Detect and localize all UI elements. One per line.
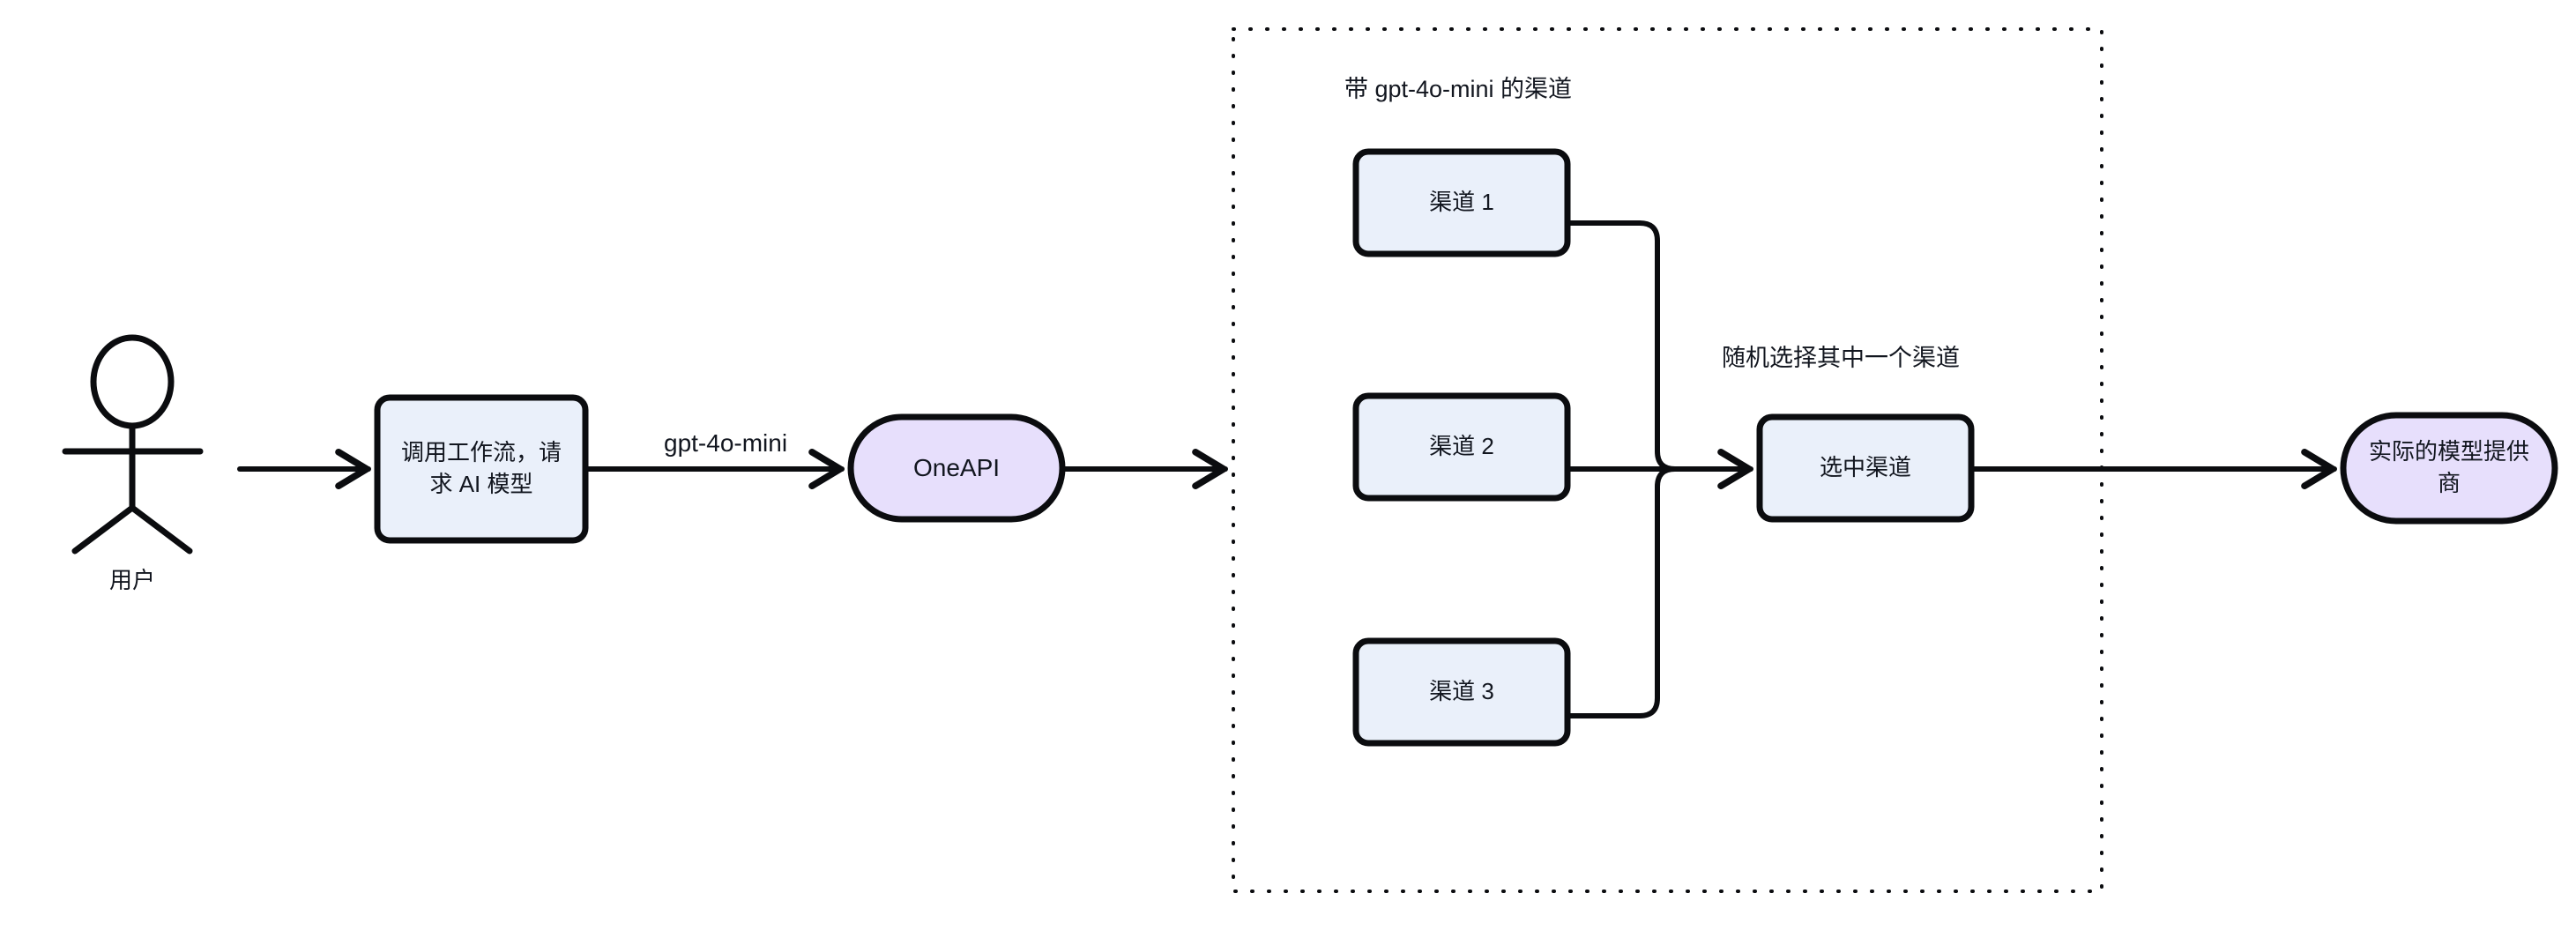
user-actor-label: 用户	[108, 567, 155, 593]
node-channel2-shape[interactable]	[1352, 392, 1571, 502]
node-provider-shape[interactable]	[2340, 412, 2558, 525]
channel-group-container	[1232, 27, 2103, 893]
node-channel3-shape[interactable]	[1352, 637, 1571, 747]
actor-right-leg-line	[129, 504, 193, 555]
edge-label-model-name: gpt-4o-mini	[664, 429, 788, 457]
actor-head-icon	[90, 334, 175, 429]
user-actor-figure	[62, 334, 204, 555]
node-selected-shape[interactable]	[1756, 413, 1975, 523]
channel-group-title: 带 gpt-4o-mini 的渠道	[1344, 76, 1573, 102]
node-oneapi-shape[interactable]	[847, 413, 1066, 523]
edge-channel3-to-merge	[1565, 466, 1678, 718]
edge-channel1-to-merge	[1565, 220, 1678, 472]
edge-label-random-pick: 随机选择其中一个渠道	[1722, 345, 1960, 371]
node-channel1-shape[interactable]	[1352, 148, 1571, 257]
node-workflow-shape[interactable]	[374, 394, 589, 544]
actor-left-leg-line	[71, 504, 136, 555]
